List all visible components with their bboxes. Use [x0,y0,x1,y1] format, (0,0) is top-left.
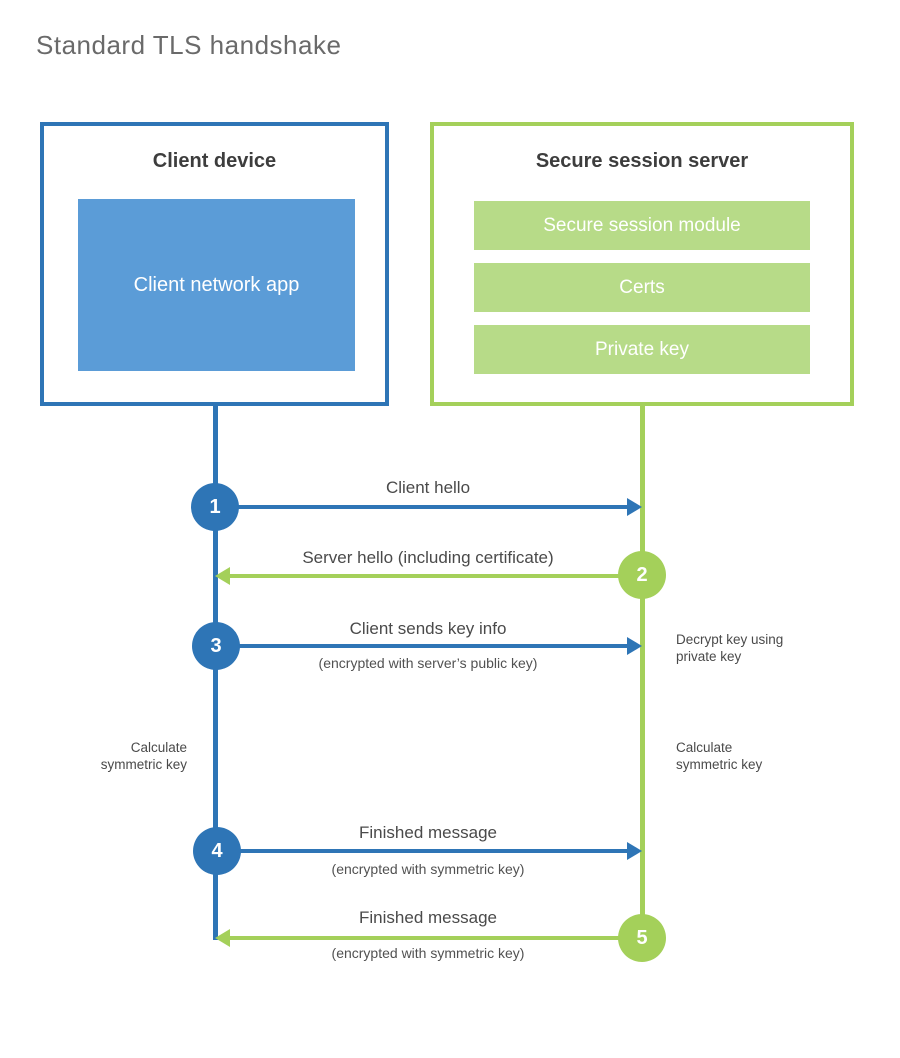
note-calculate-symmetric-left: Calculate symmetric key [100,740,187,773]
client-device-heading: Client device [152,150,277,172]
msg5-label: Finished message [359,908,497,927]
msg1-step-circle: 1 [191,483,239,531]
msg4-label: Finished message [359,823,497,842]
server-lifeline [640,405,645,938]
msg3-arrow-line [215,644,628,648]
server-module-secure-session: Secure session module [474,201,810,250]
msg5-arrowhead-left-icon [215,929,230,947]
msg5-step-circle: 5 [618,914,666,962]
msg5-arrow-line [230,936,644,940]
server-module-private-key: Private key [474,325,810,374]
msg4-arrow-line [215,849,628,853]
server-module-certs: Certs [474,263,810,312]
msg3-label: Client sends key info [349,619,507,638]
msg4-step-circle: 4 [193,827,241,875]
msg2-step-circle: 2 [618,551,666,599]
msg3-arrowhead-right-icon [627,637,642,655]
client-network-app-label: Client network app [133,273,300,296]
msg5-sublabel: (encrypted with symmetric key) [331,945,525,961]
msg2-arrow-line [230,574,644,578]
msg4-sublabel: (encrypted with symmetric key) [331,861,525,877]
client-lifeline [213,405,218,940]
msg3-sublabel: (encrypted with server’s public key) [318,655,538,671]
note-calculate-symmetric-right: Calculate symmetric key [676,740,763,773]
msg1-arrowhead-right-icon [627,498,642,516]
server-heading: Secure session server [535,150,749,172]
client-network-app-node: Client network app [78,199,355,371]
msg4-arrowhead-right-icon [627,842,642,860]
msg3-step-circle: 3 [192,622,240,670]
msg1-label: Client hello [385,478,471,497]
note-decrypt-key: Decrypt key using private key [676,632,784,665]
page-title: Standard TLS handshake [36,30,342,60]
msg1-arrow-line [215,505,628,509]
msg2-label: Server hello (including certificate) [302,548,554,567]
msg2-arrowhead-left-icon [215,567,230,585]
